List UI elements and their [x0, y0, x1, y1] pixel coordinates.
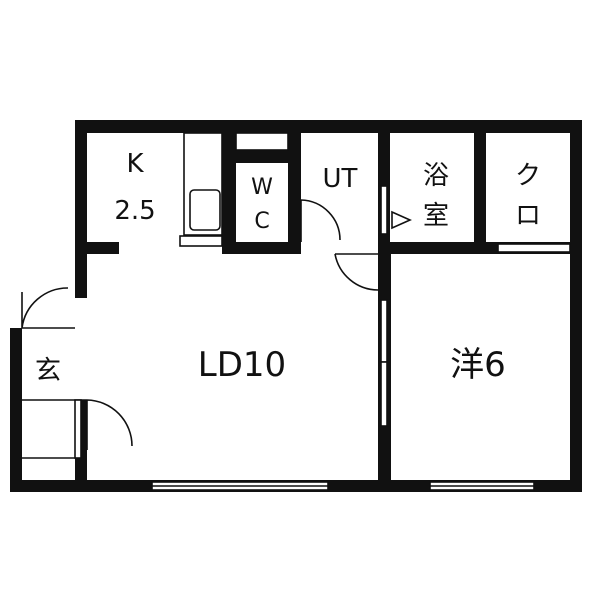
wall-wc-ut [288, 120, 301, 254]
room-labels: K 2.5 W C UT 浴 室 ク ロ LD10 洋6 玄 [35, 149, 541, 386]
label-closet-1: ク [515, 161, 541, 191]
label-bath-2: 室 [423, 201, 449, 231]
label-living-dining: LD10 [198, 345, 286, 385]
wall-kitchen-wc [222, 120, 236, 254]
label-closet-2: ロ [515, 201, 541, 231]
bath-door-arrow [391, 210, 412, 230]
label-bath-1: 浴 [423, 161, 449, 191]
kitchen-sink [189, 189, 221, 231]
swing-doors [21, 199, 379, 450]
label-wc-w: W [251, 175, 273, 200]
label-utility: UT [323, 164, 358, 194]
entrance-door-swing [21, 287, 69, 329]
western-door-1 [380, 299, 388, 363]
label-kitchen: K [126, 149, 144, 179]
wall-right [570, 120, 582, 492]
wall-wc-top [222, 150, 301, 163]
kitchen-counter-edge [179, 235, 223, 247]
bath-door [380, 185, 388, 235]
wall-left-upper [75, 120, 87, 298]
wall-top [75, 120, 582, 133]
ld-door-swing [86, 399, 133, 450]
closet-opening [497, 243, 571, 253]
windows [151, 132, 571, 491]
label-entrance: 玄 [35, 356, 61, 386]
label-wc-c: C [254, 209, 269, 234]
wall-kitchen-stub [75, 242, 119, 254]
ut-door-swing [334, 253, 379, 291]
western-door-2 [380, 361, 388, 427]
wall-wc-bottom [222, 242, 301, 254]
wall-entrance-bottom [10, 480, 87, 492]
label-western-room: 洋6 [450, 345, 506, 385]
wall-entrance-outer [10, 328, 22, 492]
wall-bath-closet [474, 120, 486, 254]
wc-door-swing [300, 199, 341, 242]
label-kitchen-size: 2.5 [114, 196, 155, 226]
window-wc [235, 132, 289, 151]
fixtures [22, 132, 223, 459]
sliding-doors [380, 185, 412, 427]
